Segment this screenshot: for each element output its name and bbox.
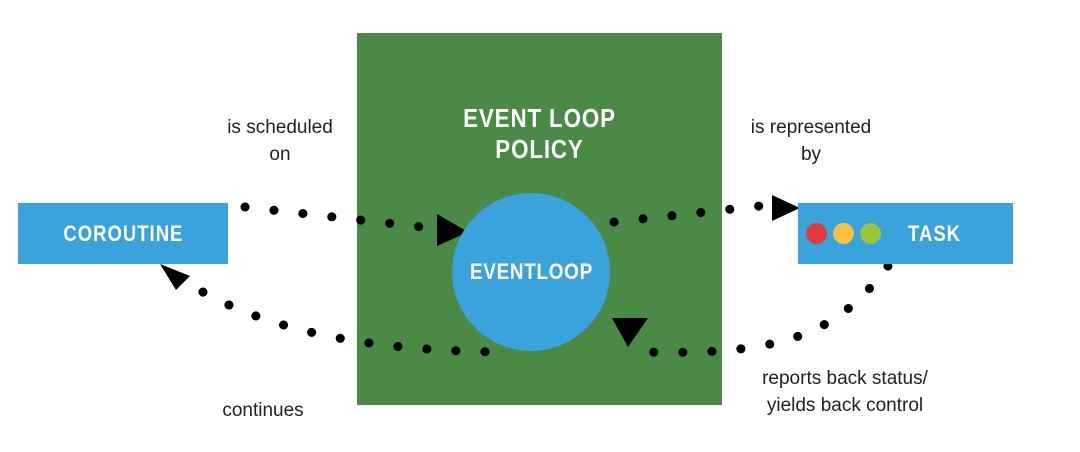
edge-task-to-eventloop-path	[640, 261, 893, 357]
edge-label-continues: continues	[222, 400, 304, 421]
task-status-dots	[806, 223, 881, 244]
edge-label-is-scheduled-on: is scheduled on	[227, 117, 333, 165]
edge-eventloop-to-coroutine-path	[173, 272, 505, 357]
edge-coroutine-to-eventloop-path	[240, 202, 445, 234]
status-dot-green-icon	[860, 223, 881, 244]
edge-label-is-represented-by: is represented by	[750, 117, 872, 165]
arrowhead-into-coroutine	[160, 264, 190, 290]
edge-label-reports-back-status: reports back status/ yields back control	[762, 368, 928, 416]
coroutine-label: COROUTINE	[63, 220, 183, 246]
status-dot-red-icon	[806, 223, 827, 244]
coroutine-node[interactable]: COROUTINE	[18, 203, 228, 264]
task-label: TASK	[908, 220, 962, 246]
eventloop-node[interactable]: EVENTLOOP	[452, 193, 610, 351]
arrowhead-into-eventloop-return	[612, 318, 648, 347]
arrowhead-into-eventloop	[437, 214, 468, 246]
status-dot-amber-icon	[833, 223, 854, 244]
edge-eventloop-to-task-path	[609, 199, 783, 227]
eventloop-label: EVENTLOOP	[469, 259, 593, 284]
event-loop-policy-title: EVENT LOOP POLICY	[463, 103, 616, 164]
task-node[interactable]: TASK	[798, 203, 1013, 264]
arrowhead-into-task	[772, 195, 800, 221]
